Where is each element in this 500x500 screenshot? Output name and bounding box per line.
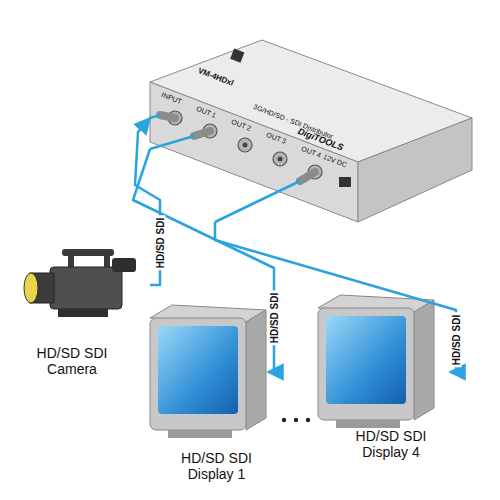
node-label: HD/SD SDI Display 1	[165, 450, 268, 482]
monitor-side	[414, 300, 434, 420]
cable-stub	[215, 181, 300, 222]
bnc-plug	[194, 131, 210, 136]
port-label: OUT 4	[300, 145, 322, 160]
monitor-stand	[168, 430, 232, 438]
port-label: OUT 2	[230, 118, 252, 133]
ellipsis-dot	[294, 418, 298, 422]
cable-stub	[150, 136, 194, 149]
signal-label: HD/SD SDI	[269, 291, 280, 346]
camera-handle	[62, 249, 114, 256]
sdi-cable	[215, 222, 456, 372]
display-node: HD/SD SDI Display 1	[145, 300, 268, 492]
port-label: 12V DC	[322, 153, 348, 169]
monitor-stand	[336, 420, 400, 428]
ellipsis-dot	[282, 418, 286, 422]
sdi-cable	[133, 149, 274, 372]
camera-node: HD/SD SDI Camera	[22, 235, 150, 385]
bnc-plug	[160, 115, 175, 118]
camera-base	[58, 309, 108, 317]
bnc-port	[273, 152, 287, 166]
distributor-box: VM-4HDxl3G/HD/SD - SDI DistributorDigiTO…	[150, 40, 472, 222]
port-label: INPUT	[160, 91, 182, 106]
model-name: VM-4HDxl	[197, 66, 235, 88]
brand-logo	[230, 49, 244, 63]
device-side	[358, 118, 472, 222]
node-label: HD/SD SDI Camera	[22, 345, 122, 377]
monitor-screen	[158, 326, 238, 414]
bnc-plug	[300, 172, 315, 181]
port-label: OUT 3	[265, 131, 287, 146]
monitor	[150, 305, 266, 438]
ellipsis-dot	[306, 418, 310, 422]
cable-stub	[150, 115, 160, 118]
monitor-side	[246, 310, 266, 430]
port-pin	[243, 143, 248, 148]
monitor-bezel	[150, 318, 246, 430]
camera-body	[50, 267, 122, 309]
monitor-screen	[326, 316, 406, 404]
monitor-bezel	[318, 308, 414, 420]
signal-label: HD/SD SDI	[155, 216, 166, 271]
display-node: HD/SD SDI Display 4	[312, 300, 450, 485]
port-label: OUT 1	[195, 105, 217, 120]
signal-label: HD/SD SDI	[451, 313, 462, 368]
bnc-port	[238, 138, 252, 152]
port-pin	[278, 157, 283, 162]
node-label: HD/SD SDI Display 4	[332, 428, 450, 460]
camera-viewfinder	[112, 258, 136, 272]
camera-lens-glass	[24, 273, 38, 303]
power-jack	[339, 177, 351, 187]
device-front	[150, 82, 358, 222]
monitor	[318, 295, 434, 428]
